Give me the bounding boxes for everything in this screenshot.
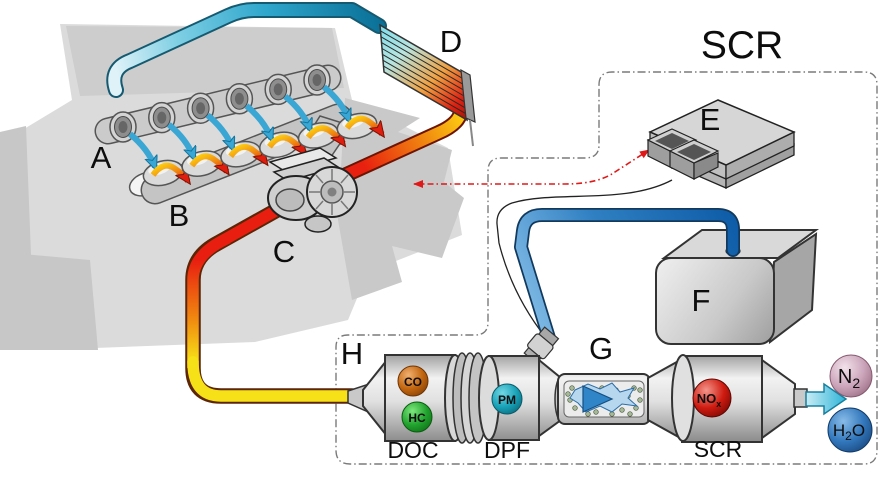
molecule-pm: PM bbox=[491, 383, 523, 415]
ecu-signal-line bbox=[413, 149, 650, 188]
molecule-n2: N2 bbox=[829, 354, 873, 398]
label-def-tank: F bbox=[692, 283, 711, 318]
doc-dpf-clamp bbox=[452, 352, 488, 444]
intake-air-pipe bbox=[106, 2, 387, 98]
molecule-h2o: H2O bbox=[827, 407, 873, 453]
turbocharger bbox=[267, 147, 358, 233]
h2o-label: H2O bbox=[833, 421, 865, 443]
molecule-hc: HC bbox=[401, 401, 433, 433]
pm-label: PM bbox=[498, 393, 516, 407]
label-intercooler: D bbox=[440, 24, 462, 59]
nox-label: NOx bbox=[697, 391, 722, 409]
scr-canister-label: SCR bbox=[694, 436, 743, 462]
urea-line bbox=[514, 208, 740, 372]
label-turbocharger: C bbox=[273, 234, 295, 269]
urea-spray-arrow bbox=[582, 385, 614, 413]
ecu bbox=[496, 99, 796, 339]
tailpipe-out-arrow bbox=[805, 382, 848, 416]
intercooler bbox=[379, 23, 476, 147]
dpf-canister-label: DPF bbox=[484, 437, 530, 463]
co-label: CO bbox=[404, 375, 422, 389]
doc-canister-label: DOC bbox=[387, 437, 438, 463]
label-injector: G bbox=[589, 331, 613, 366]
ecu-injector-wire bbox=[496, 179, 673, 339]
hc-label: HC bbox=[408, 411, 426, 425]
molecule-nox: NOx bbox=[692, 378, 732, 418]
label-ecu: E bbox=[700, 102, 721, 137]
label-intake-manifold: A bbox=[91, 140, 112, 175]
n2-label: N2 bbox=[838, 366, 860, 391]
scr-system-title: SCR bbox=[701, 24, 783, 67]
molecule-co: CO bbox=[397, 365, 429, 397]
label-exhaust-manifold: B bbox=[169, 198, 190, 233]
label-aftertreatment-inlet: H bbox=[341, 336, 363, 371]
mixing-tube bbox=[557, 373, 651, 425]
